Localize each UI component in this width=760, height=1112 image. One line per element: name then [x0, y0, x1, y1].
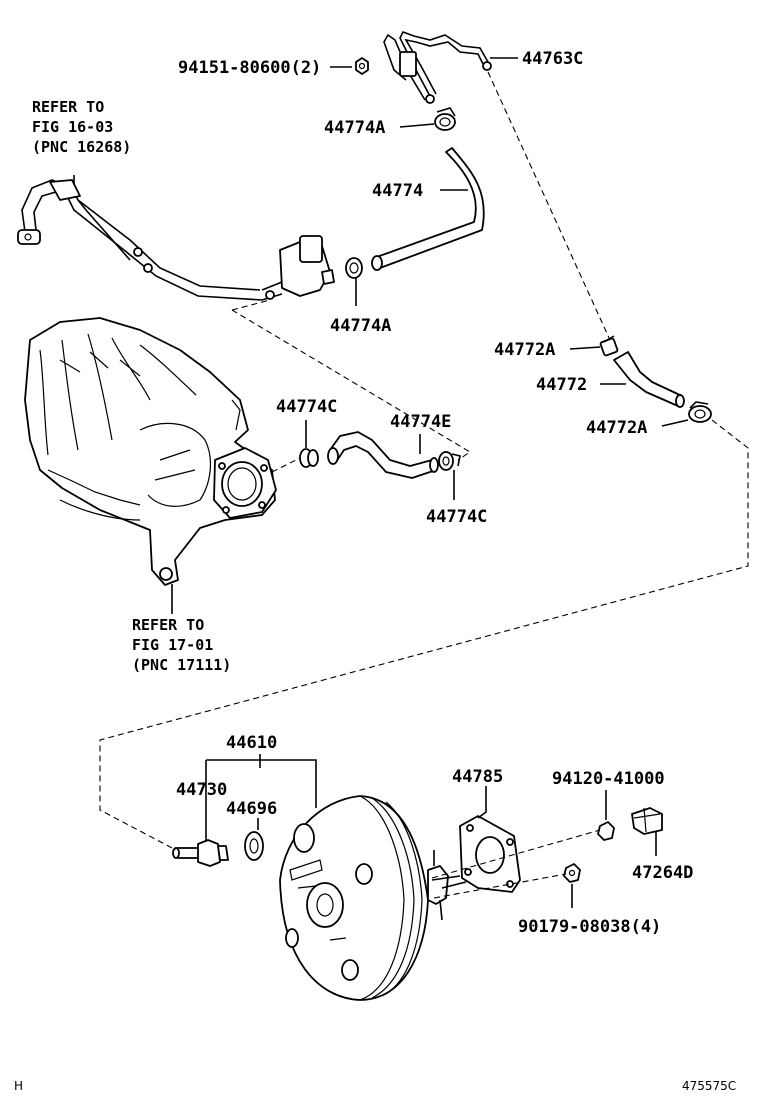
intake-manifold [24, 317, 277, 586]
clip-44774C-right [438, 451, 461, 471]
dashed-connection-line [433, 873, 567, 899]
refer-mid-line1: REFER TO [132, 616, 204, 634]
clip-44774C-left [299, 448, 319, 468]
label-44774: 44774 [372, 181, 423, 201]
grommet-44696 [244, 831, 264, 861]
footer-left-code: H [14, 1079, 23, 1093]
label-44772A-top: 44772A [494, 340, 555, 360]
refer-top-line2: FIG 16-03 [32, 118, 113, 136]
leader-lines [73, 57, 689, 908]
brake-booster-44610 [279, 795, 467, 1001]
check-valve-44730 [172, 839, 229, 867]
water-bypass-pipe [17, 179, 335, 301]
label-94151-80600: 94151-80600(2) [178, 58, 321, 78]
refer-mid-line2: FIG 17-01 [132, 636, 213, 654]
dashed-connection-line [487, 71, 611, 341]
clip-44772A-bottom [688, 401, 712, 423]
refer-mid-line3: (PNC 17111) [132, 656, 231, 674]
nut-90179-08038 [563, 863, 581, 883]
bracket-47264D [631, 807, 663, 835]
hose-44774E [327, 431, 439, 479]
label-44774E: 44774E [390, 412, 451, 432]
label-44763C: 44763C [522, 49, 583, 69]
label-90179-08038: 90179-08038(4) [518, 917, 661, 937]
vacuum-pipe-44763C [383, 31, 492, 104]
refer-top-line1: REFER TO [32, 98, 104, 116]
label-44730: 44730 [176, 780, 227, 800]
dashed-connection-line [271, 457, 301, 473]
label-94120-41000: 94120-41000 [552, 769, 665, 789]
label-44696: 44696 [226, 799, 277, 819]
dashed-connection-line [431, 829, 601, 879]
hose-44774 [371, 147, 485, 271]
label-44772A-bottom: 44772A [586, 418, 647, 438]
label-44774A-top: 44774A [324, 118, 385, 138]
label-44774A-mid: 44774A [330, 316, 391, 336]
nut-94151 [355, 57, 369, 75]
nut-94120-41000 [597, 821, 615, 841]
gasket-44785 [459, 815, 521, 893]
dashed-connection-line [231, 309, 472, 461]
refer-top-line3: (PNC 16268) [32, 138, 131, 156]
clip-44774A-mid [345, 257, 363, 279]
label-44785: 44785 [452, 767, 503, 787]
clip-44774A-top [434, 107, 456, 131]
label-44774C-bottom: 44774C [426, 507, 487, 527]
label-44774C-top: 44774C [276, 397, 337, 417]
label-44610: 44610 [226, 733, 277, 753]
dashed-connection-line [231, 299, 271, 311]
label-44772: 44772 [536, 375, 587, 395]
footer-right-code: 475575C [682, 1079, 736, 1093]
label-47264D: 47264D [632, 863, 693, 883]
hose-44772 [613, 351, 685, 408]
